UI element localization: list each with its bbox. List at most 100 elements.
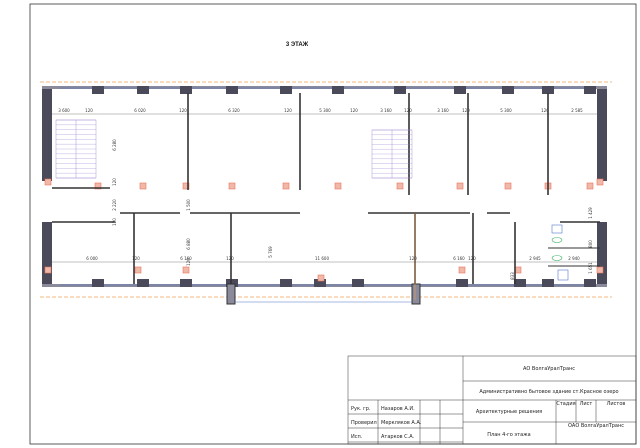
top-pier — [180, 86, 192, 94]
top-pier — [542, 86, 554, 94]
dimension-label-vertical: 800 — [588, 240, 593, 248]
dimension-label-vertical: 120 — [112, 218, 117, 226]
column-marker — [228, 182, 236, 190]
dimension-label-top: 3 600 — [58, 108, 70, 113]
column-marker — [182, 182, 190, 190]
floor-title: 3 ЭТАЖ — [286, 42, 309, 48]
tb-role-name: Атарков С.А. — [381, 434, 415, 440]
dimension-label-top: 120 — [350, 108, 358, 113]
stair-left-treads — [56, 119, 96, 179]
dimension-label-vertical: 120 — [186, 258, 191, 266]
bottom-pier — [514, 279, 526, 287]
top-pier — [454, 86, 466, 94]
dimension-label-bottom: 6 160 — [453, 256, 465, 261]
dimension-label-bottom: 2 940 — [568, 256, 580, 261]
top-pier — [584, 86, 596, 94]
column-marker — [182, 266, 190, 274]
dimension-label-vertical: 6 280 — [112, 139, 117, 151]
dimension-label-bottom: 120 — [132, 256, 140, 261]
tb-sheets-label: Листов — [607, 401, 626, 407]
column-marker — [134, 266, 142, 274]
bottom-pier — [280, 279, 292, 287]
top-pier — [332, 86, 344, 94]
tb-company: АО ВолгаУралТранс — [523, 366, 575, 372]
dimension-label-vertical: 1 500 — [186, 199, 191, 211]
title-block — [347, 355, 637, 445]
column-marker — [504, 182, 512, 190]
tb-stage-label: Стадия — [556, 401, 575, 407]
dimension-label-bottom: 120 — [468, 256, 476, 261]
dimension-label-top: 120 — [179, 108, 187, 113]
tb-sheet-label: Лист — [580, 401, 593, 407]
dimension-label-bottom: 2 945 — [529, 256, 541, 261]
top-pier — [137, 86, 149, 94]
top-pier — [280, 86, 292, 94]
dimension-label-top: 120 — [85, 108, 93, 113]
tb-sheet-title: План 4-го этажа — [487, 432, 530, 438]
bottom-pier — [226, 279, 238, 287]
column-marker — [94, 182, 102, 190]
dimension-label-top: 5 300 — [500, 108, 512, 113]
bottom-pier — [180, 279, 192, 287]
sheet-frame — [29, 3, 637, 445]
bottom-bay — [226, 283, 421, 305]
tb-section: Архитектурные решения — [476, 409, 542, 415]
tb-project: Административно бытовое здание ст.Красно… — [479, 389, 618, 395]
column-marker — [456, 182, 464, 190]
bottom-pier — [92, 279, 104, 287]
bottom-pier — [584, 279, 596, 287]
dimension-label-bottom: 120 — [409, 256, 417, 261]
dimension-label-top: 5 300 — [319, 108, 331, 113]
dimension-label-top: 120 — [462, 108, 470, 113]
dimension-label-top: 3 160 — [380, 108, 392, 113]
interior-column — [317, 274, 325, 282]
column-marker — [586, 182, 594, 190]
tb-role-name: Меркляков А.А. — [381, 420, 422, 426]
dimension-label-top: 6 020 — [134, 108, 146, 113]
tb-org: ОАО ВолгаУралТранс — [568, 423, 624, 429]
column-marker — [596, 266, 604, 274]
column-marker — [514, 266, 522, 274]
bottom-pier — [456, 279, 468, 287]
column-marker — [396, 182, 404, 190]
bottom-pier — [542, 279, 554, 287]
dimension-label-vertical: 5 769 — [268, 246, 273, 258]
stair-right-treads — [372, 129, 412, 179]
column-marker — [596, 178, 604, 186]
tb-role-name: Назаров А.И. — [381, 406, 415, 412]
dimension-label-vertical: 120 — [112, 178, 117, 186]
dimension-label-top: 120 — [541, 108, 549, 113]
bottom-piers — [44, 178, 604, 287]
bottom-pier — [314, 279, 326, 287]
dimension-label-bottom: 6 160 — [180, 256, 192, 261]
dimension-label-vertical: 1 651 — [588, 262, 593, 274]
sanitary-fixtures — [548, 224, 600, 281]
column-marker — [44, 266, 52, 274]
column-marker — [282, 182, 290, 190]
dimension-label-vertical: 6 880 — [186, 238, 191, 250]
dimension-label-bottom: 11 600 — [315, 256, 329, 261]
dimension-label-bottom: 120 — [226, 256, 234, 261]
tb-role-label: Рук. гр. — [351, 406, 371, 412]
top-piers — [92, 86, 596, 190]
column-marker — [44, 178, 52, 186]
dimension-label-vertical: 1 429 — [588, 207, 593, 219]
top-pier — [502, 86, 514, 94]
tb-role-label: Проверил — [351, 420, 377, 426]
column-marker — [458, 266, 466, 274]
dimension-label-top: 2 585 — [571, 108, 583, 113]
column-marker — [139, 182, 147, 190]
column-marker — [334, 182, 342, 190]
bottom-pier — [352, 279, 364, 287]
top-pier — [394, 86, 406, 94]
tb-role-label: Исп. — [351, 434, 363, 440]
dimension-label-top: 3 160 — [437, 108, 449, 113]
dimension-label-bottom: 6 000 — [86, 256, 98, 261]
dimension-label-top: 120 — [284, 108, 292, 113]
top-pier — [226, 86, 238, 94]
tb-roles: Рук. гр. Назаров А.И. Проверил Меркляков А.… — [351, 406, 422, 440]
top-pier — [92, 86, 104, 94]
dimension-label-vertical: 833 — [510, 272, 515, 280]
